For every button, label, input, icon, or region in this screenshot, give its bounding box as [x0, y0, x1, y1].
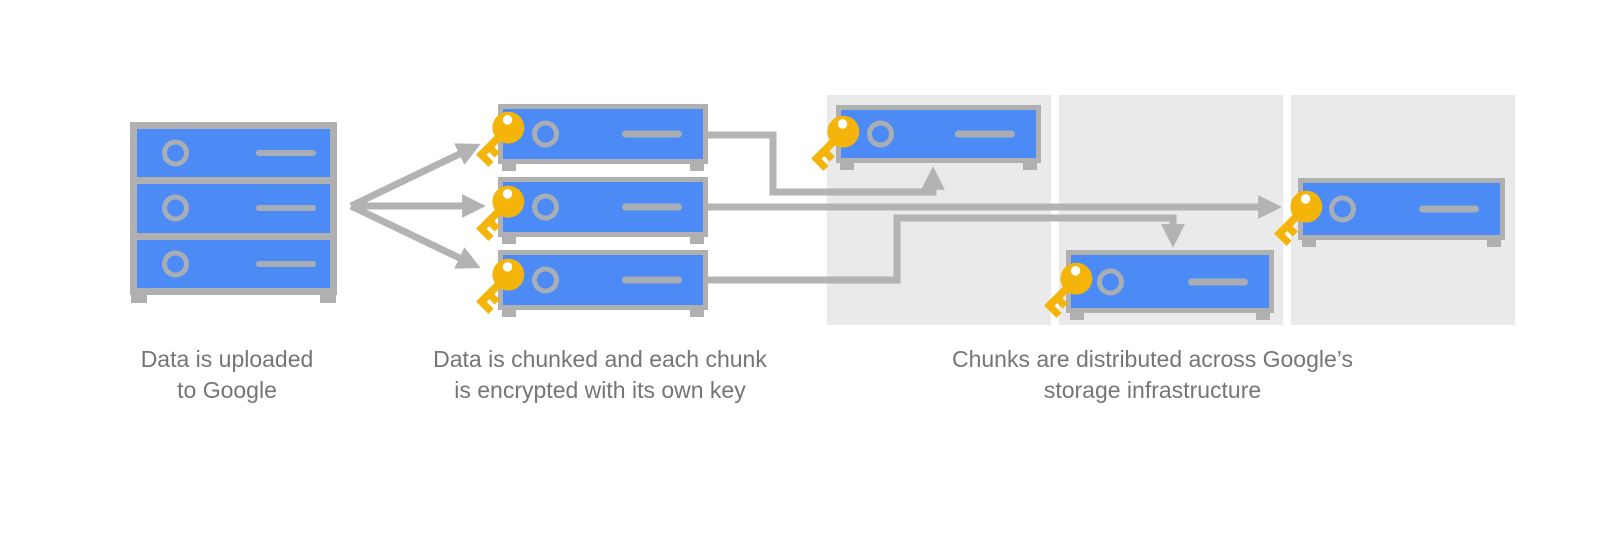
drive-ring-icon [532, 266, 559, 294]
encryption-key-icon [1264, 183, 1330, 249]
server-foot [1070, 312, 1084, 320]
drive-ring-icon [867, 120, 894, 148]
drive-slot-icon [256, 260, 316, 267]
caption-chunk-encrypt: Data is chunked and each chunk is encryp… [395, 344, 805, 406]
drive-ring-icon [532, 193, 559, 221]
encryption-key-icon [466, 104, 532, 170]
caption-line: is encrypted with its own key [454, 377, 746, 403]
caption-distribute: Chunks are distributed across Google’s s… [920, 344, 1385, 406]
server-foot [1302, 239, 1316, 247]
server-row [137, 129, 330, 178]
server-foot [690, 236, 704, 244]
drive-ring-icon [162, 194, 189, 222]
server-foot [320, 295, 336, 303]
drive-slot-icon [955, 130, 1015, 138]
caption-line: Chunks are distributed across Google’s [951, 346, 1353, 372]
arrow-upload-to-chunk3 [349, 202, 481, 269]
encryption-key-icon [466, 251, 532, 317]
caption-upload: Data is uploaded to Google [97, 344, 357, 406]
arrow-upload-to-chunk1 [349, 143, 481, 210]
server-foot [502, 236, 516, 244]
drive-ring-icon [162, 139, 189, 167]
chunk-server-icon [498, 104, 708, 171]
chunk-server-icon [1066, 250, 1274, 320]
drive-slot-icon [1188, 278, 1248, 285]
server-stack-icon [130, 122, 337, 295]
server-foot [690, 309, 704, 317]
drive-slot-icon [1419, 205, 1479, 213]
caption-line: storage infrastructure [1043, 377, 1262, 403]
drive-slot-icon [622, 203, 682, 211]
drive-ring-icon [1329, 195, 1356, 223]
arrow-chunk3-to-storage2 [704, 214, 1185, 284]
chunk-server-icon [498, 177, 708, 244]
drive-ring-icon [1097, 268, 1124, 295]
server-row [137, 184, 330, 233]
chunk-server-icon [836, 105, 1041, 170]
server-foot [1487, 239, 1501, 247]
server-foot [1023, 162, 1037, 170]
server-foot [690, 163, 704, 171]
server-foot [1256, 312, 1270, 320]
drive-slot-icon [622, 276, 682, 284]
drive-slot-icon [622, 130, 682, 138]
server-foot [502, 309, 516, 317]
caption-line: Data is chunked and each chunk [433, 346, 767, 372]
drive-slot-icon [256, 150, 316, 157]
server-row [137, 239, 330, 288]
server-foot [502, 163, 516, 171]
chunk-server-icon [498, 250, 708, 317]
encryption-key-icon [801, 108, 867, 174]
encryption-key-icon [466, 178, 532, 244]
caption-line: Data is uploaded [140, 346, 314, 372]
drive-ring-icon [162, 250, 189, 278]
arrow-chunk1-to-storage1 [704, 131, 945, 196]
server-foot [840, 162, 854, 170]
server-foot [131, 295, 147, 303]
encryption-key-icon [1034, 255, 1100, 321]
drive-ring-icon [532, 120, 559, 148]
caption-line: to Google [177, 377, 277, 403]
chunk-server-icon [1298, 178, 1505, 247]
drive-slot-icon [256, 205, 316, 212]
